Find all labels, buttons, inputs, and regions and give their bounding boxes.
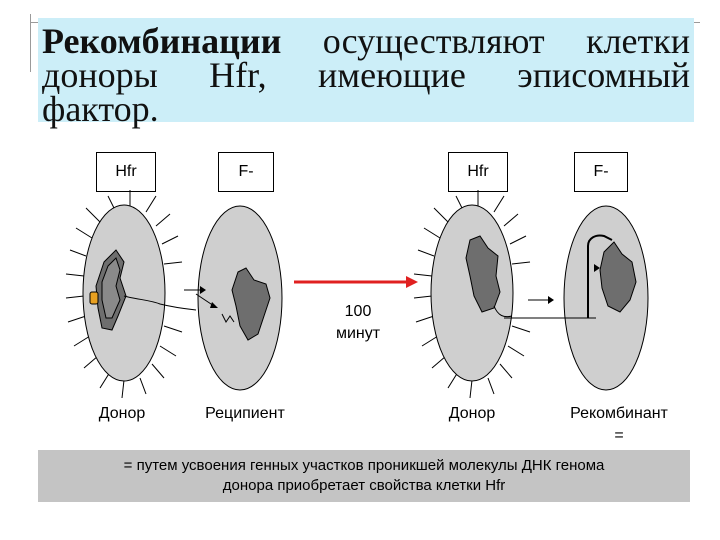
label-hfr-left: Hfr: [96, 152, 156, 192]
label-fminus-left: F-: [218, 152, 274, 192]
title-word: эписомный: [517, 55, 691, 95]
title-line-1: Рекомбинации осуществляют клетки: [42, 22, 690, 60]
decorative-line-left: [30, 14, 31, 72]
explanation-box: = путем усвоения генных участков проникш…: [38, 450, 690, 502]
cilia-donor-left: [65, 190, 183, 399]
nucleoid-inner-donor-left: [101, 257, 121, 319]
title-background: [38, 18, 694, 122]
caption-recombinant-equals: =: [614, 427, 624, 444]
label-fminus-right: F-: [574, 152, 628, 192]
title-line-2: доноры Hfr, имеющие эписомный: [42, 56, 690, 94]
title-word: доноры: [42, 55, 158, 95]
title-line-1-rest: осуществляют клетки: [322, 21, 691, 61]
title-word: имеющие: [318, 55, 466, 95]
transfer-arrowhead-left: [200, 286, 206, 294]
integration-arrowhead: [594, 264, 600, 272]
label-hfr-right: Hfr: [448, 152, 508, 192]
explanation-line-1: = путем усвоения генных участков проникш…: [123, 457, 605, 474]
time-arrowhead: [406, 276, 418, 288]
caption-donor-right: Донор: [448, 405, 496, 422]
time-label-unit: минут: [335, 325, 381, 342]
dna-fragment-recipient: [221, 313, 235, 323]
dna-strand-left: [123, 295, 197, 311]
caption-recipient: Реципиент: [205, 405, 285, 422]
title-line-3: фактор.: [42, 89, 159, 129]
caption-donor-left: Донор: [98, 405, 146, 422]
nucleoid-recipient: [231, 267, 271, 341]
title-bold-word: Рекомбинации: [42, 21, 282, 61]
cell-donor-right: [430, 204, 514, 382]
explanation-line-2: донора приобретает свойства клетки Hfr: [222, 477, 506, 494]
integrated-dna: [587, 234, 613, 318]
nucleoid-recombinant: [599, 241, 637, 313]
transfer-arrowhead-right: [548, 296, 554, 304]
nucleoid-donor-right: [465, 235, 501, 313]
title-word: Hfr,: [209, 55, 267, 95]
dna-strand-right: [493, 305, 513, 318]
caption-recombinant: Рекомбинант: [570, 405, 668, 422]
time-label-value: 100: [344, 303, 372, 320]
episome-donor-left: [89, 291, 99, 305]
